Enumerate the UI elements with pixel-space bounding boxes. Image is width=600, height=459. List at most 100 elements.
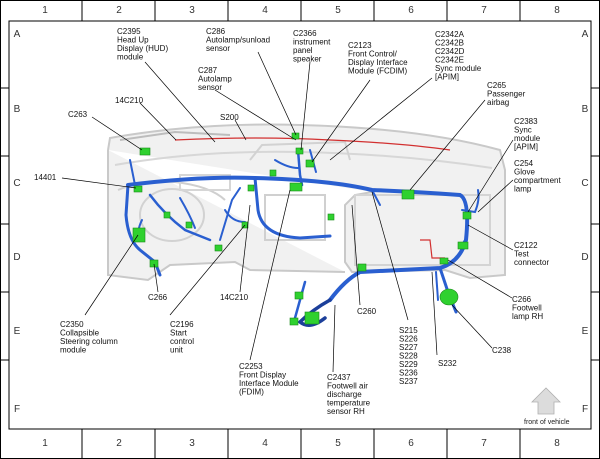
label-c286: Autolamp/sunload — [206, 36, 270, 45]
label-c14401: 14401 — [34, 173, 57, 182]
label-front: front of vehicle — [524, 419, 570, 426]
label-c2196: Start — [170, 329, 188, 338]
row-label-left: D — [13, 252, 20, 263]
label-splices: S228 — [399, 352, 418, 361]
label-c2437: C2437 — [327, 373, 351, 382]
label-c2342: [APIM] — [435, 73, 459, 82]
connector-dash-4 — [269, 169, 277, 177]
column-label-bottom: 3 — [189, 438, 195, 449]
connector-c2253 — [289, 317, 299, 326]
row-label-right: A — [582, 29, 589, 40]
label-c2253: C2253 — [239, 362, 263, 371]
column-label-bottom: 4 — [262, 438, 268, 449]
connector-c286 — [291, 132, 300, 140]
label-c265: C265 — [487, 81, 507, 90]
label-splices: S237 — [399, 377, 418, 386]
label-c2350: module — [60, 346, 87, 355]
column-label-top: 8 — [554, 5, 560, 16]
red-wire-glovebox — [420, 239, 445, 259]
label-splices: S215 — [399, 326, 418, 335]
connector-s200 — [247, 184, 255, 192]
label-c2196: C2196 — [170, 320, 194, 329]
label-c2253: Interface Module — [239, 379, 299, 388]
row-label-right: C — [581, 178, 588, 189]
label-splices: S229 — [399, 360, 418, 369]
label-c266-foot: Footwell — [512, 304, 542, 313]
red-wire-top — [174, 137, 451, 151]
column-label-top: 6 — [408, 5, 414, 16]
label-c254: compartment — [514, 176, 561, 185]
row-label-right: E — [582, 326, 589, 337]
label-c2383: [APIM] — [514, 143, 538, 152]
label-c263: C263 — [68, 110, 88, 119]
connectors — [132, 132, 472, 326]
label-c265: airbag — [487, 98, 509, 107]
label-c2342: Sync module — [435, 64, 482, 73]
label-c2342: C2342D — [435, 47, 465, 56]
connector-c2437-b — [304, 311, 320, 325]
row-label-left: A — [14, 29, 21, 40]
label-c2383: Sync — [514, 126, 532, 135]
label-c2366: panel — [293, 46, 313, 55]
label-c238: C238 — [492, 346, 512, 355]
column-label-bottom: 7 — [481, 438, 487, 449]
connector-c2342 — [401, 189, 415, 200]
label-c2437: sensor RH — [327, 407, 365, 416]
column-label-bottom: 5 — [335, 438, 341, 449]
inner-frame — [8, 20, 592, 430]
label-c2366: instrument — [293, 38, 331, 47]
connector-c238 — [439, 288, 459, 306]
label-c14c210-top: 14C210 — [115, 96, 144, 105]
leader-lines — [61, 51, 514, 373]
column-labels-bottom: 1 2 3 4 5 6 7 8 — [42, 438, 560, 449]
label-c2395: Head Up — [117, 36, 149, 45]
label-s200: S200 — [220, 113, 239, 122]
row-label-right: F — [582, 404, 588, 415]
label-c2253: (FDIM) — [239, 388, 264, 397]
column-label-bottom: 6 — [408, 438, 414, 449]
label-s232: S232 — [438, 359, 457, 368]
label-c2123: Module (FCDIM) — [348, 67, 407, 76]
connector-fdim — [289, 182, 303, 192]
label-c287: Autolamp — [198, 75, 232, 84]
label-c265: Passenger — [487, 90, 526, 99]
connector-dash-3 — [327, 213, 335, 221]
column-label-bottom: 1 — [42, 438, 48, 449]
label-c254: C254 — [514, 159, 534, 168]
column-ticks — [81, 0, 521, 459]
label-c2342: C2342A — [435, 30, 465, 39]
label-c266-foot: C266 — [512, 295, 532, 304]
row-label-left: F — [14, 404, 20, 415]
column-label-bottom: 2 — [116, 438, 122, 449]
main-harness — [124, 148, 480, 327]
label-c2383: module — [514, 134, 541, 143]
front-of-vehicle-arrow — [531, 387, 561, 415]
label-c2342: C2342B — [435, 39, 464, 48]
label-c266: C266 — [148, 293, 168, 302]
label-splices: S227 — [399, 343, 418, 352]
label-c2123: C2123 — [348, 41, 372, 50]
connector-c260 — [357, 263, 367, 272]
column-label-top: 7 — [481, 5, 487, 16]
label-c2342: C2342E — [435, 56, 464, 65]
connector-c2196 — [214, 244, 223, 252]
label-c2395: module — [117, 53, 144, 62]
label-c2383: C2383 — [514, 117, 538, 126]
connector-14401 — [133, 185, 143, 193]
label-splices: S226 — [399, 335, 418, 344]
column-label-top: 4 — [262, 5, 268, 16]
row-label-left: B — [14, 104, 21, 115]
label-c287: sensor — [198, 83, 222, 92]
connector-footwell — [439, 257, 449, 265]
label-c287: C287 — [198, 66, 218, 75]
column-label-bottom: 8 — [554, 438, 560, 449]
label-c2437: discharge — [327, 390, 362, 399]
connector-c2437-a — [294, 291, 304, 300]
row-label-left: C — [13, 178, 20, 189]
label-c2366: speaker — [293, 55, 322, 64]
label-c260: C260 — [357, 307, 377, 316]
